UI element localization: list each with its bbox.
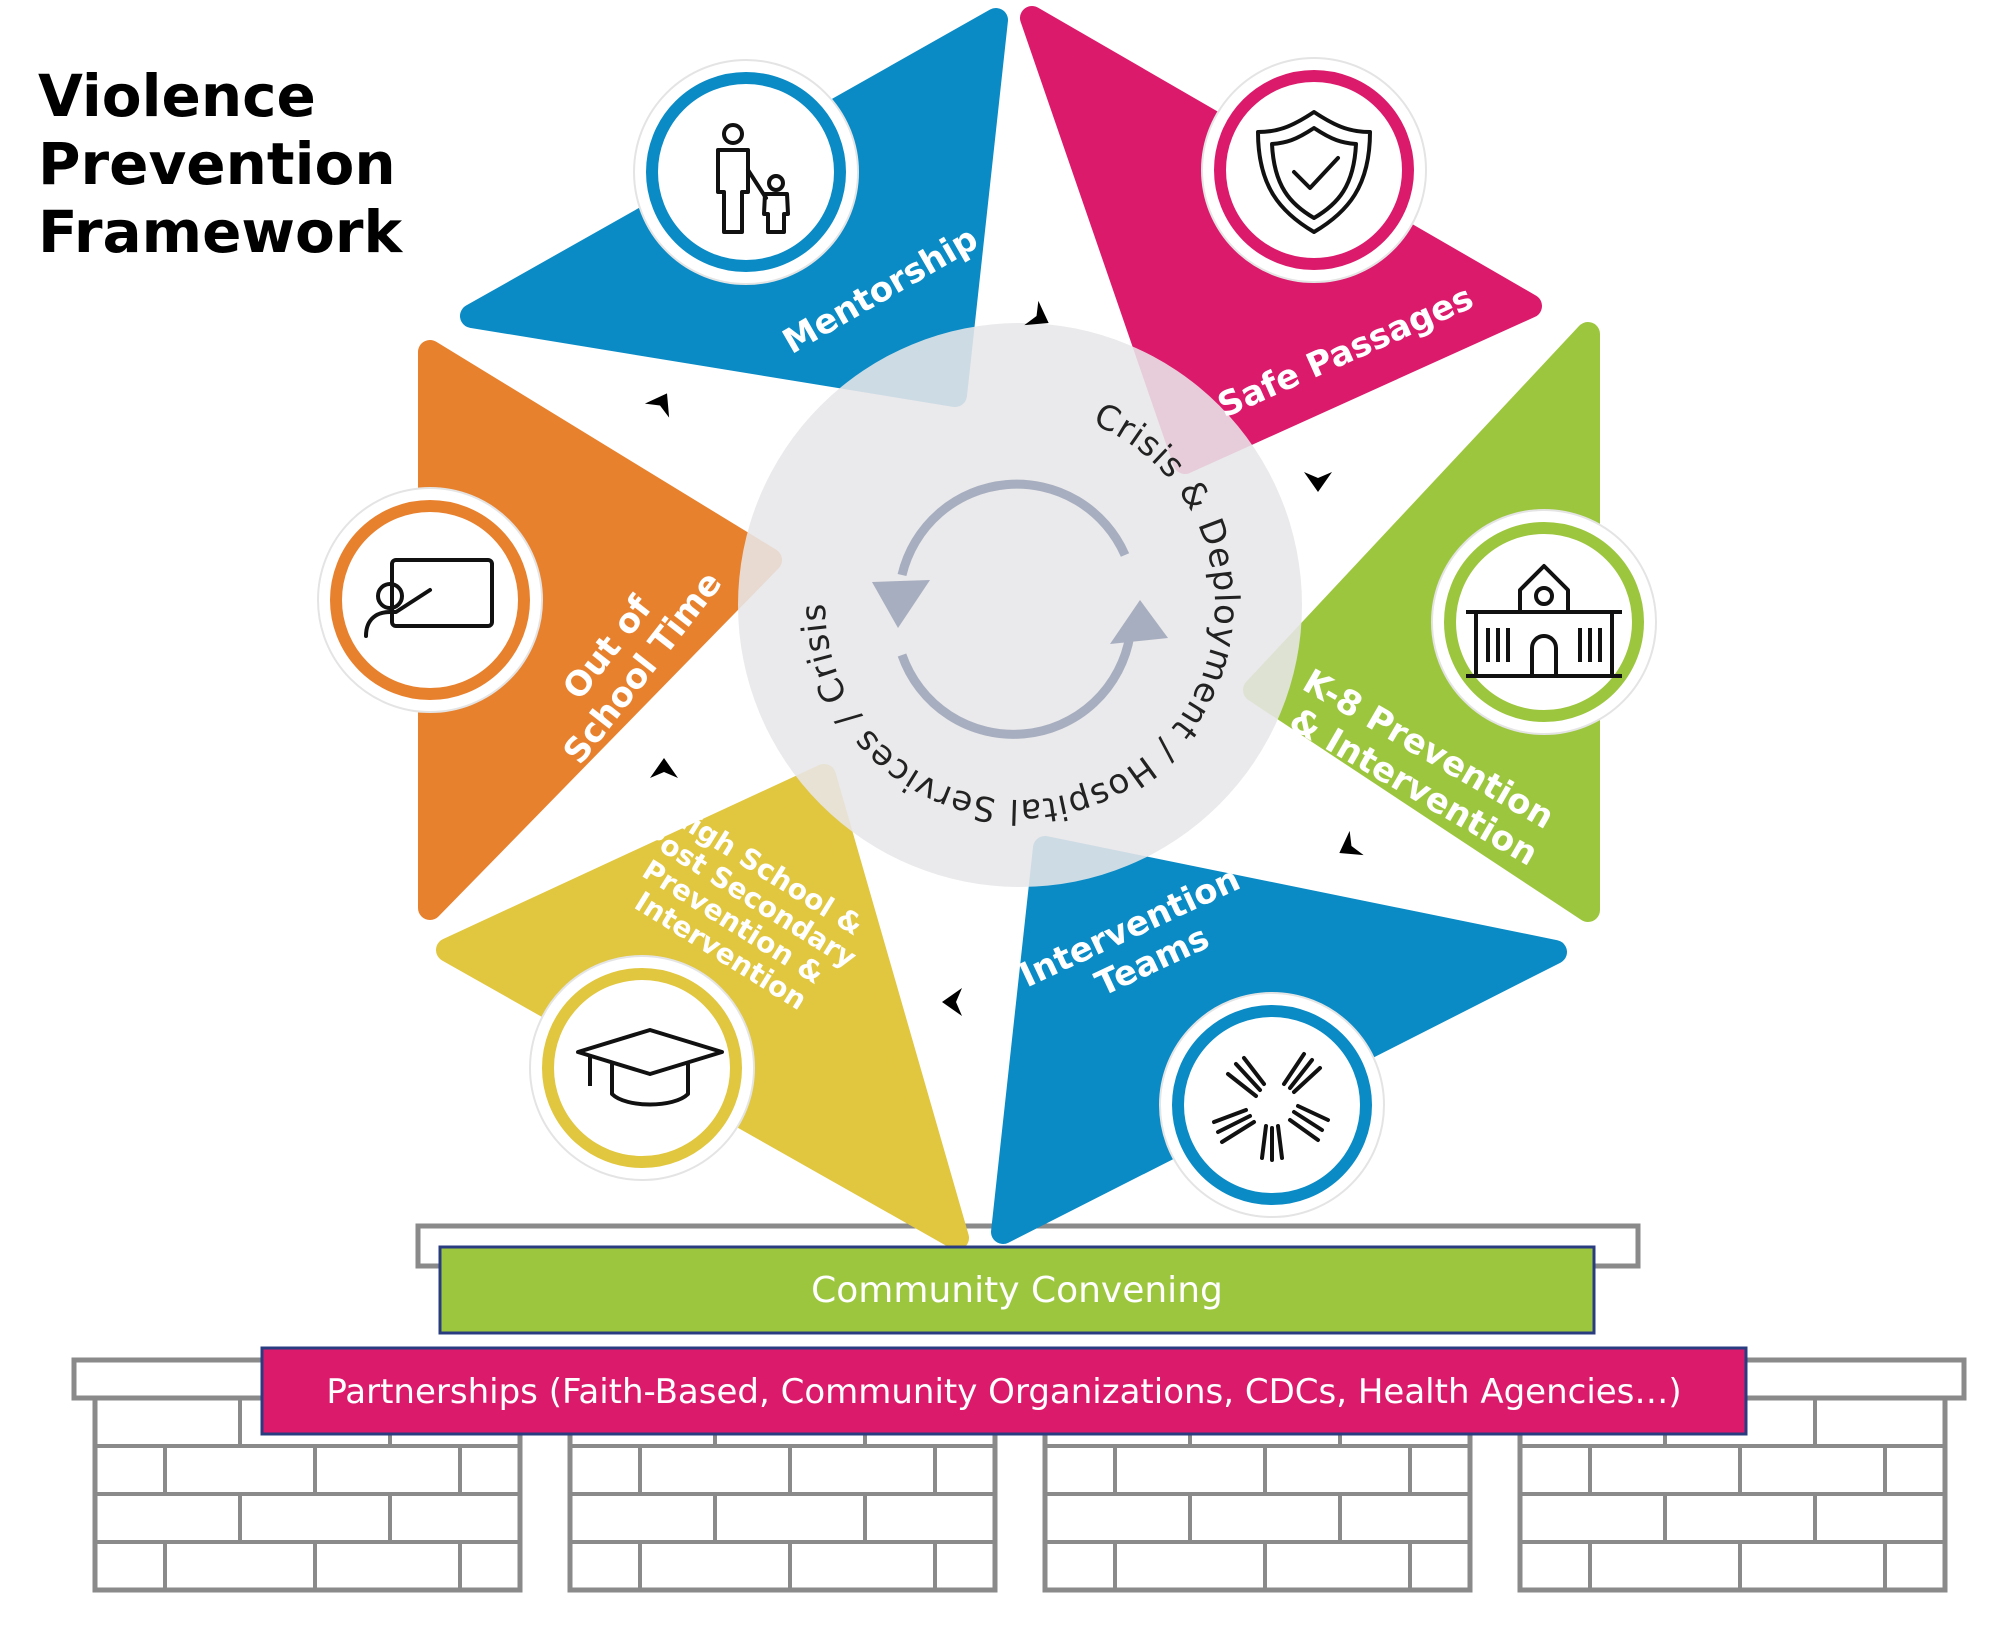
- chevron-arrow-icon: [1304, 472, 1332, 492]
- joined-hands-icon: [1212, 1052, 1330, 1162]
- chevron-arrow-icon: [1339, 830, 1364, 856]
- teacher-board-icon: [364, 558, 494, 638]
- graduation-cap-icon: [576, 1028, 724, 1107]
- cycle-arrowhead-left: [872, 580, 930, 628]
- title-line-3: Framework: [38, 198, 403, 266]
- icon-badges: [317, 57, 1657, 1218]
- chevron-arrow-icon: [1024, 300, 1049, 326]
- school-building-icon: [1466, 564, 1622, 678]
- community-convening-bar: [438, 1245, 1596, 1335]
- safe-passages-badge: [1201, 57, 1427, 283]
- flow-chevrons: [644, 300, 1364, 1016]
- parent-child-icon: [716, 123, 790, 234]
- cycle-arrowhead-right: [1110, 600, 1168, 644]
- k8-badge: [1431, 509, 1657, 735]
- intervention-teams-badge: [1159, 992, 1385, 1218]
- community-convening-label: Community Convening: [811, 1270, 1223, 1311]
- shield-check-icon: [1256, 110, 1372, 234]
- out-of-school-badge: [317, 487, 543, 713]
- high-school-badge: [529, 955, 755, 1181]
- mentorship-badge: [633, 59, 859, 285]
- chevron-arrow-icon: [644, 393, 670, 418]
- partnerships-label: Partnerships (Faith-Based, Community Org…: [326, 1372, 1681, 1412]
- center-circle: [738, 323, 1302, 887]
- cycle-arrows-icon: [897, 479, 1135, 739]
- chevron-arrow-icon: [650, 758, 678, 778]
- partnerships-bar: [260, 1346, 1748, 1436]
- title-line-1: Violence: [38, 62, 316, 130]
- chevron-arrow-icon: [942, 988, 962, 1016]
- foundation-bars: Community Convening Partnerships (Faith-…: [260, 1245, 1748, 1436]
- title-line-2: Prevention: [38, 130, 396, 198]
- diagram-title: Violence Prevention Framework: [38, 62, 402, 266]
